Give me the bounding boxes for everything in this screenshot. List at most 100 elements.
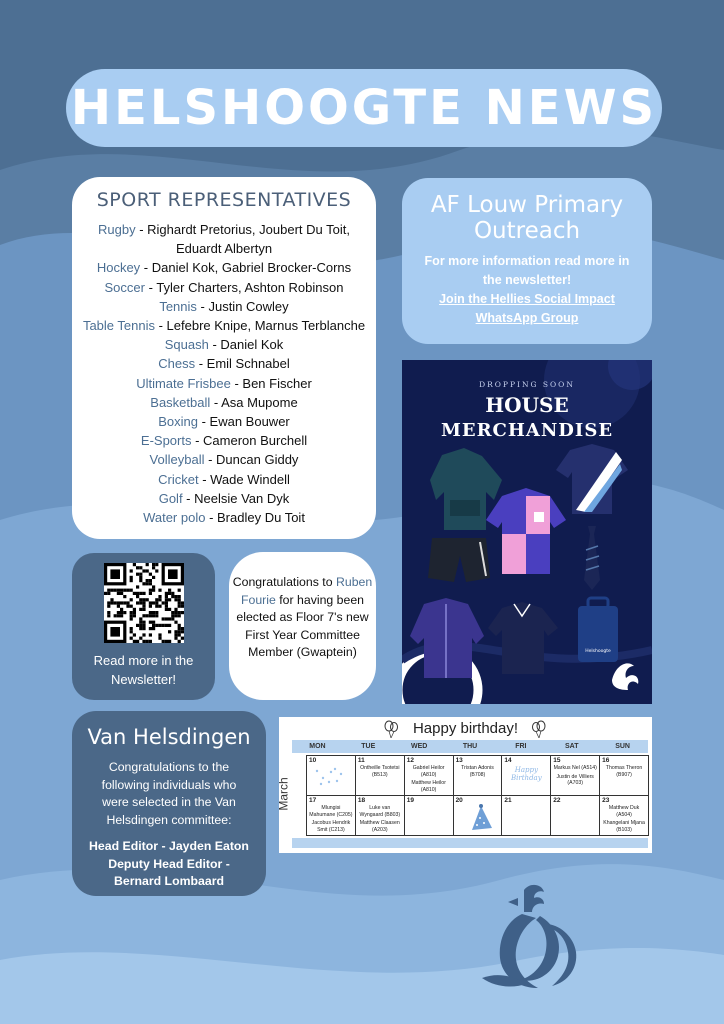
whatsapp-group-link[interactable]: Join the Hellies Social Impact WhatsApp … <box>439 292 615 325</box>
sport-name: Soccer <box>104 279 145 295</box>
sport-name: Squash <box>164 337 209 353</box>
van-helsdingen-card: Van Helsdingen Congratulations to the fo… <box>72 711 266 896</box>
sport-rep-item: Soccer - Tyler Charters, Ashton Robinson <box>104 279 344 295</box>
birthday-name: Matthew Heilor (A810) <box>411 780 446 793</box>
day-number: 21 <box>504 797 512 805</box>
day-number: 19 <box>406 797 414 805</box>
deputy-head-editor: Deputy Head Editor - Bernard Lombaard <box>108 856 230 889</box>
congrats-details: for having been elected as Floor 7's new… <box>236 592 369 660</box>
balloons-left-icon <box>384 720 398 738</box>
sport-rep-item: Water polo - Bradley Du Toit <box>143 510 305 526</box>
calendar-month: March <box>276 777 291 811</box>
sport-name: Hockey <box>96 260 141 276</box>
bag-icon: Helshoogte <box>578 596 618 662</box>
sport-rep-names: Ben Fischer <box>242 375 312 391</box>
van-helsdingen-body: Congratulations to the following individ… <box>101 760 237 827</box>
qr-card: Read more in the Newsletter! <box>72 553 215 700</box>
day-number: 15 <box>553 757 561 764</box>
calendar-day-cell: 21 <box>502 796 552 837</box>
sport-rep-item: Table Tennis - Lefebre Knipe, Marnus Ter… <box>82 318 366 334</box>
sport-name: Volleyball <box>149 452 205 468</box>
birthday-name: Ontheille Tsotetsi (B513) <box>360 765 400 778</box>
sport-rep-item: Volleyball - Duncan Giddy <box>149 452 299 468</box>
birthday-name: Justin de Villiers (A703) <box>556 773 594 787</box>
birthday-name: Tristan Adonis (B708) <box>461 765 494 778</box>
congrats-name: Ruben Fourie <box>240 575 373 607</box>
day-number: 10 <box>309 757 317 764</box>
outreach-title: AF Louw Primary Outreach <box>430 192 624 244</box>
weekday-label: SAT <box>564 743 579 750</box>
weekday-label: THU <box>462 743 478 750</box>
birthday-name: Khangelani Mjana (B103) <box>603 820 645 833</box>
sport-rep-names: Ewan Bouwer <box>209 414 290 430</box>
weekday-label: MON <box>309 743 326 750</box>
birthday-name: Gabriel Heilor (A810) <box>412 765 445 778</box>
calendar-title: Happy birthday! <box>412 720 519 737</box>
weekday-label: TUE <box>361 743 376 750</box>
qr-code-icon[interactable] <box>103 563 184 643</box>
balloons-right-icon <box>532 720 546 738</box>
sport-rep-names: Neelsie Van Dyk <box>194 490 290 506</box>
rooster-logo-small-icon <box>612 663 639 690</box>
bag-label: Helshoogte <box>585 648 611 654</box>
sport-rep-names: Wade Windell <box>210 471 290 487</box>
day-number: 16 <box>602 757 610 764</box>
merchandise-illustration: DROPPING SOON HOUSE MERCHANDISE <box>402 360 652 704</box>
birthday-name: Thomas Theron (B907) <box>605 765 643 778</box>
sport-name: Golf <box>158 490 183 506</box>
sport-representatives-card: SPORT REPRESENTATIVES Rugby - Righardt P… <box>72 177 376 539</box>
congrats-intro: Congratulations to <box>232 575 333 589</box>
sport-rep-item: Squash - Daniel Kok <box>164 337 284 353</box>
title-banner: HELSHOOGTE NEWS <box>66 69 662 147</box>
calendar-day-cell: 19 <box>404 796 454 837</box>
sport-rep-item: Tennis - Justin Cowley <box>159 298 289 314</box>
birthday-name: Matthew Claasen (A203) <box>359 820 400 833</box>
birthday-name: Luke van Wyngaard (B803) <box>359 805 401 818</box>
weekday-label: WED <box>410 743 428 750</box>
sport-rep-names: Daniel Kok, Gabriel Brocker-Corns <box>151 260 352 276</box>
calendar-day-cell: 10 <box>307 756 356 797</box>
sport-name: Tennis <box>159 298 197 314</box>
sport-representatives-list: Rugby - Righardt Pretorius, Joubert Du T… <box>78 220 370 527</box>
qr-caption: Read more in the Newsletter! <box>93 653 194 687</box>
sport-name: Cricket <box>158 471 199 487</box>
sport-rep-names: Tyler Charters, Ashton Robinson <box>156 279 344 295</box>
outreach-card: AF Louw Primary Outreach For more inform… <box>402 178 652 344</box>
sport-name: Rugby <box>98 222 136 237</box>
tie-icon <box>584 526 600 590</box>
merch-title-line1: HOUSE <box>485 393 568 417</box>
shorts-icon <box>428 538 490 582</box>
birthday-name: Jacobus Hendrik Smit (C213) <box>311 820 351 833</box>
day-number: 12 <box>406 757 414 764</box>
calendar-day-cell: 22 <box>551 796 601 837</box>
day-number: 23 <box>602 797 610 805</box>
day-number: 11 <box>357 757 365 764</box>
weekday-label: FRI <box>515 743 527 750</box>
van-helsdingen-title: Van Helsdingen <box>87 725 251 749</box>
page-title: HELSHOOGTE NEWS <box>70 80 658 136</box>
sport-rep-names: Righardt Pretorius, Joubert Du Toit, Edu… <box>147 222 350 257</box>
merch-title-line2: MERCHANDISE <box>441 420 613 441</box>
sport-rep-item: Hockey - Daniel Kok, Gabriel Brocker-Cor… <box>96 260 352 276</box>
calendar-day-cell: 20 <box>453 796 503 837</box>
day-number: 13 <box>455 757 463 764</box>
birthday-name: Markus Nel (A514) <box>553 765 597 772</box>
polo-icon <box>488 602 558 674</box>
birthday-name: Mlungisi Mahumane (C205) <box>309 805 353 818</box>
jacket-icon <box>410 598 484 678</box>
day-number: 14 <box>504 757 512 764</box>
sport-rep-names: Duncan Giddy <box>216 452 299 468</box>
sport-rep-item: Golf - Neelsie Van Dyk <box>158 490 290 506</box>
jersey-icon <box>486 488 566 574</box>
tshirt-icon <box>556 444 628 514</box>
sport-name: Boxing <box>158 414 198 430</box>
sport-rep-names: Bradley Du Toit <box>217 510 305 526</box>
